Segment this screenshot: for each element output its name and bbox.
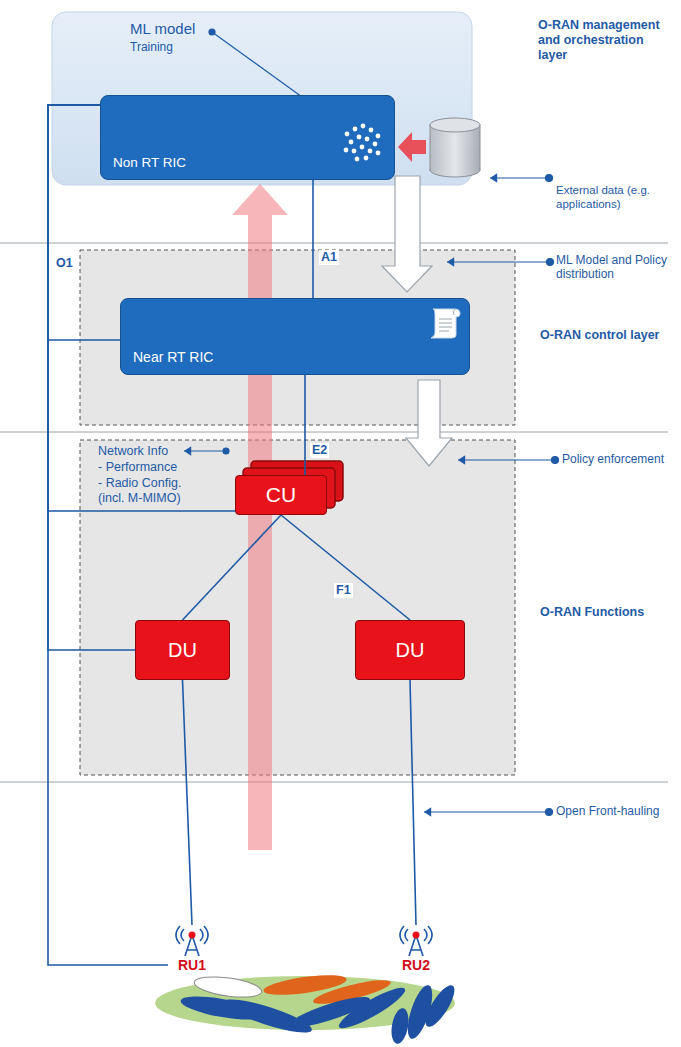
beam-pattern [155,971,460,1045]
callout-label: ML Model and Policy distribution [556,253,674,282]
list-item: - Radio Config. (incl. M-MIMO) [98,476,202,506]
policy-document-icon [427,305,463,341]
callout-label: ML model [130,20,195,38]
layer-separator [0,243,668,244]
callout-label: Open Front-hauling [556,804,674,818]
functions-region [80,440,515,775]
callout-label: Network Info [98,444,168,459]
interface-link [183,680,193,925]
layer-name: O-RAN management and orchestration layer [538,18,676,63]
box-label: DU [168,638,197,662]
interface-name: E2 [310,443,329,458]
box-label: Near RT RIC [133,349,213,366]
interface-link [48,105,168,965]
unit-name: RU2 [402,957,430,974]
radio-unit: RU1 [168,925,216,974]
callout-label: External data (e.g. applications) [556,184,676,212]
interface-link [304,375,306,475]
distribution-arrow [382,176,432,292]
interface-name: A1 [319,250,339,265]
interface-link [281,515,410,620]
du-box: DU [135,620,230,680]
control-layer-region [80,250,515,425]
unit-name: RU1 [178,957,206,974]
management-panel [52,12,472,185]
ingest-arrow [398,132,426,162]
box-label: Non RT RIC [113,155,186,171]
radio-unit: RU2 [392,925,440,974]
cu-box: CU [235,475,327,515]
antenna-icon [172,925,212,957]
callout-label: Training [130,40,173,54]
box-label: DU [396,638,425,662]
interface-link [410,680,416,925]
du-box: DU [355,620,465,680]
database-symbol [430,118,480,177]
layer-separator [0,782,668,783]
layer-name: O-RAN Functions [540,605,672,620]
ml-model-icon [339,120,385,166]
callout-label: Policy enforcement [562,452,674,466]
interface-name: F1 [334,583,353,598]
layer-separator [0,432,668,433]
interface-name: O1 [54,256,75,271]
interface-link [183,515,282,620]
interface-link [312,180,314,298]
list-item: - Performance [98,460,228,475]
layer-name: O-RAN control layer [540,328,672,343]
antenna-icon [396,925,436,957]
box-label: CU [266,482,296,507]
ric-box: Near RT RIC [120,298,470,375]
ric-box: Non RT RIC [100,95,395,180]
enforcement-arrow [406,380,452,466]
interface-link [48,105,135,650]
